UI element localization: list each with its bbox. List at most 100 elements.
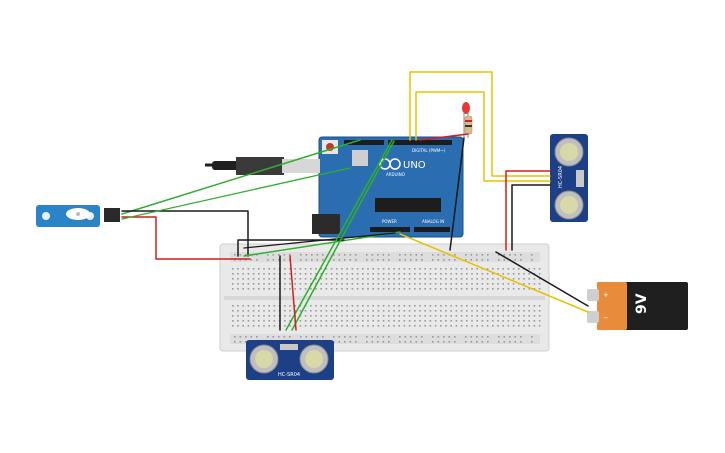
breadboard-hole <box>355 254 357 256</box>
breadboard-hole <box>498 341 500 343</box>
breadboard-hole <box>414 325 416 327</box>
breadboard-hole <box>310 283 312 285</box>
breadboard-hole <box>481 288 484 290</box>
breadboard-hole <box>289 320 291 322</box>
breadboard-hole <box>528 310 530 312</box>
breadboard-hole <box>283 259 286 261</box>
breadboard-hole <box>377 310 380 312</box>
breadboard-hole <box>497 268 499 270</box>
breadboard-hole <box>440 325 442 327</box>
breadboard-hole <box>232 325 234 327</box>
breadboard-hole <box>351 268 354 270</box>
breadboard-hole <box>486 288 489 290</box>
breadboard-hole <box>252 283 255 285</box>
breadboard-hole <box>403 310 406 312</box>
breadboard-hole <box>320 283 322 285</box>
resistor[interactable] <box>464 115 473 135</box>
breadboard-hole <box>263 310 265 312</box>
breadboard-hole <box>437 341 440 343</box>
breadboard-hole <box>377 283 380 285</box>
breadboard-hole <box>320 268 322 270</box>
breadboard-hole <box>528 283 530 285</box>
breadboard-hole <box>419 325 421 327</box>
breadboard[interactable] <box>219 243 550 352</box>
breadboard-hole <box>419 315 421 317</box>
breadboard-hole <box>415 336 418 338</box>
breadboard-hole <box>272 259 275 261</box>
ultrasonic-sensor-bottom[interactable]: HC-SR04 <box>246 340 334 380</box>
breadboard-hole <box>304 268 307 270</box>
breadboard-hole <box>528 268 530 270</box>
breadboard-hole <box>234 254 236 256</box>
breadboard-hole <box>247 315 250 317</box>
breadboard-hole <box>466 320 468 322</box>
breadboard-hole <box>256 336 258 338</box>
breadboard-hole <box>398 288 400 290</box>
breadboard-hole <box>366 336 368 338</box>
breadboard-hole <box>388 254 390 256</box>
breadboard-hole <box>247 310 250 312</box>
breadboard-hole <box>250 259 253 261</box>
breadboard-hole <box>239 336 242 338</box>
breadboard-hole <box>455 310 458 312</box>
breadboard-hole <box>267 259 269 261</box>
breadboard-hole <box>351 310 354 312</box>
breadboard-hole <box>273 310 276 312</box>
breadboard-hole <box>268 278 270 280</box>
breadboard-hole <box>252 315 255 317</box>
breadboard-hole <box>520 254 522 256</box>
breadboard-hole <box>299 268 302 270</box>
ultrasonic-sensor-top[interactable]: HC-SR04 <box>550 134 588 222</box>
breadboard-hole <box>445 283 447 285</box>
arduino-brand-text: UNO <box>403 160 426 171</box>
breadboard-hole <box>414 283 416 285</box>
breadboard-hole <box>503 341 506 343</box>
breadboard-hole <box>310 320 312 322</box>
breadboard-hole <box>237 283 239 285</box>
breadboard-hole <box>476 268 478 270</box>
breadboard-hole <box>346 310 348 312</box>
breadboard-hole <box>507 305 510 307</box>
breadboard-hole <box>237 320 239 322</box>
breadboard-hole <box>471 325 473 327</box>
breadboard-hole <box>305 259 308 261</box>
breadboard-hole <box>434 315 437 317</box>
servo-motor[interactable] <box>36 205 120 227</box>
breadboard-hole <box>356 288 359 290</box>
breadboard-hole <box>487 341 489 343</box>
battery-9v[interactable]: + − 9V <box>587 282 688 330</box>
breadboard-hole <box>237 305 239 307</box>
breadboard-holes <box>232 254 541 343</box>
breadboard-hole <box>349 336 352 338</box>
breadboard-hole <box>371 336 374 338</box>
breadboard-hole <box>388 288 390 290</box>
breadboard-hole <box>419 320 421 322</box>
usb-cable[interactable] <box>205 157 320 175</box>
breadboard-hole <box>289 305 291 307</box>
breadboard-hole <box>362 278 364 280</box>
breadboard-hole <box>349 259 352 261</box>
breadboard-hole <box>289 325 291 327</box>
breadboard-hole <box>311 336 313 338</box>
wires[interactable] <box>121 71 589 331</box>
breadboard-hole <box>481 315 484 317</box>
breadboard-hole <box>393 268 395 270</box>
breadboard-hole <box>305 254 308 256</box>
breadboard-hole <box>299 325 302 327</box>
breadboard-hole <box>398 305 400 307</box>
breadboard-hole <box>460 305 463 307</box>
breadboard-hole <box>263 315 265 317</box>
breadboard-hole <box>486 278 489 280</box>
breadboard-hole <box>299 310 302 312</box>
breadboard-hole <box>466 278 468 280</box>
breadboard-hole <box>388 310 390 312</box>
breadboard-hole <box>237 315 239 317</box>
breadboard-hole <box>388 320 390 322</box>
breadboard-hole <box>367 320 369 322</box>
breadboard-hole <box>273 325 276 327</box>
breadboard-hole <box>316 336 319 338</box>
breadboard-hole <box>356 273 359 275</box>
breadboard-hole <box>315 320 317 322</box>
breadboard-hole <box>531 259 533 261</box>
